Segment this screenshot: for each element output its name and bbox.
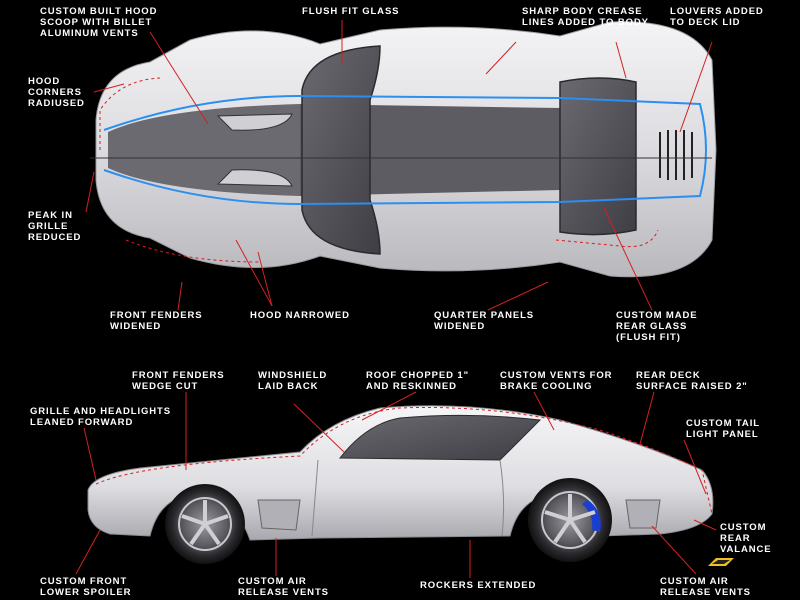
label-rear-deck: REAR DECK SURFACE RAISED 2" (636, 370, 748, 392)
label-brake-vents: CUSTOM VENTS FOR BRAKE COOLING (500, 370, 613, 392)
label-rear-glass: CUSTOM MADE REAR GLASS (FLUSH FIT) (616, 310, 698, 343)
rear-glass (559, 77, 637, 236)
label-front-fenders-wedge: FRONT FENDERS WEDGE CUT (132, 370, 225, 392)
label-air-vents-rear: CUSTOM AIR RELEASE VENTS (660, 576, 751, 598)
label-grille-peak: PEAK IN GRILLE REDUCED (28, 210, 82, 243)
side-dashed-outline (95, 406, 713, 515)
label-louvers: LOUVERS ADDED TO DECK LID (670, 6, 764, 28)
front-wheel-rim (178, 497, 232, 551)
label-crease-lines: SHARP BODY CREASE LINES ADDED TO BODY (522, 6, 649, 28)
brand-logo (708, 558, 734, 566)
side-view-car (87, 405, 714, 564)
hood-vent-lower (216, 169, 293, 187)
hood-vent-upper (216, 113, 293, 131)
label-hood-narrowed: HOOD NARROWED (250, 310, 350, 321)
label-front-fenders-widened: FRONT FENDERS WIDENED (110, 310, 203, 332)
label-rockers: ROCKERS EXTENDED (420, 580, 537, 591)
door-line (311, 459, 505, 537)
label-quarter-panels: QUARTER PANELS WIDENED (434, 310, 535, 332)
label-roof-chopped: ROOF CHOPPED 1" AND RESKINNED (366, 370, 469, 392)
rear-air-vent (625, 499, 661, 529)
rear-wheel-spokes (544, 494, 596, 544)
label-flush-glass: FLUSH FIT GLASS (302, 6, 400, 17)
leader-lines (75, 20, 717, 578)
top-dashed-outline (99, 77, 659, 263)
label-windshield: WINDSHIELD LAID BACK (258, 370, 328, 392)
windshield-glass (301, 45, 381, 255)
label-rear-valance: CUSTOM REAR VALANCE (720, 522, 772, 555)
label-hood-scoop: CUSTOM BUILT HOOD SCOOP WITH BILLET ALUM… (40, 6, 158, 39)
label-grille-headlights: GRILLE AND HEADLIGHTS LEANED FORWARD (30, 406, 171, 428)
label-tail-light: CUSTOM TAIL LIGHT PANEL (686, 418, 760, 440)
label-hood-corners: HOOD CORNERS RADIUSED (28, 76, 85, 109)
rear-brake-caliper (582, 500, 601, 532)
label-front-spoiler: CUSTOM FRONT LOWER SPOILER (40, 576, 132, 598)
deck-louvers (659, 130, 693, 180)
front-air-vent (257, 499, 301, 531)
side-window (338, 414, 542, 461)
label-air-vents-front: CUSTOM AIR RELEASE VENTS (238, 576, 329, 598)
top-view-car (90, 21, 717, 278)
front-wheel-spokes (181, 500, 229, 546)
accent-stripe (103, 94, 707, 206)
